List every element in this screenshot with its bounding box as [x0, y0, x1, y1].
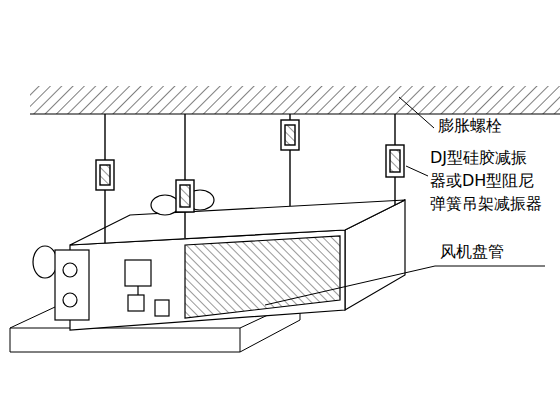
anchor-label: 膨胀螺栓: [438, 114, 548, 137]
fan-coil-unit: [33, 190, 405, 330]
unit-label: 风机盘管: [440, 240, 550, 263]
isolator-label: DJ型硅胶减振器或DH型阻尼弹簧吊架减振器: [430, 146, 542, 216]
leader-lines: [265, 97, 545, 305]
hanger-rods: [96, 114, 404, 243]
ceiling: [30, 86, 560, 114]
